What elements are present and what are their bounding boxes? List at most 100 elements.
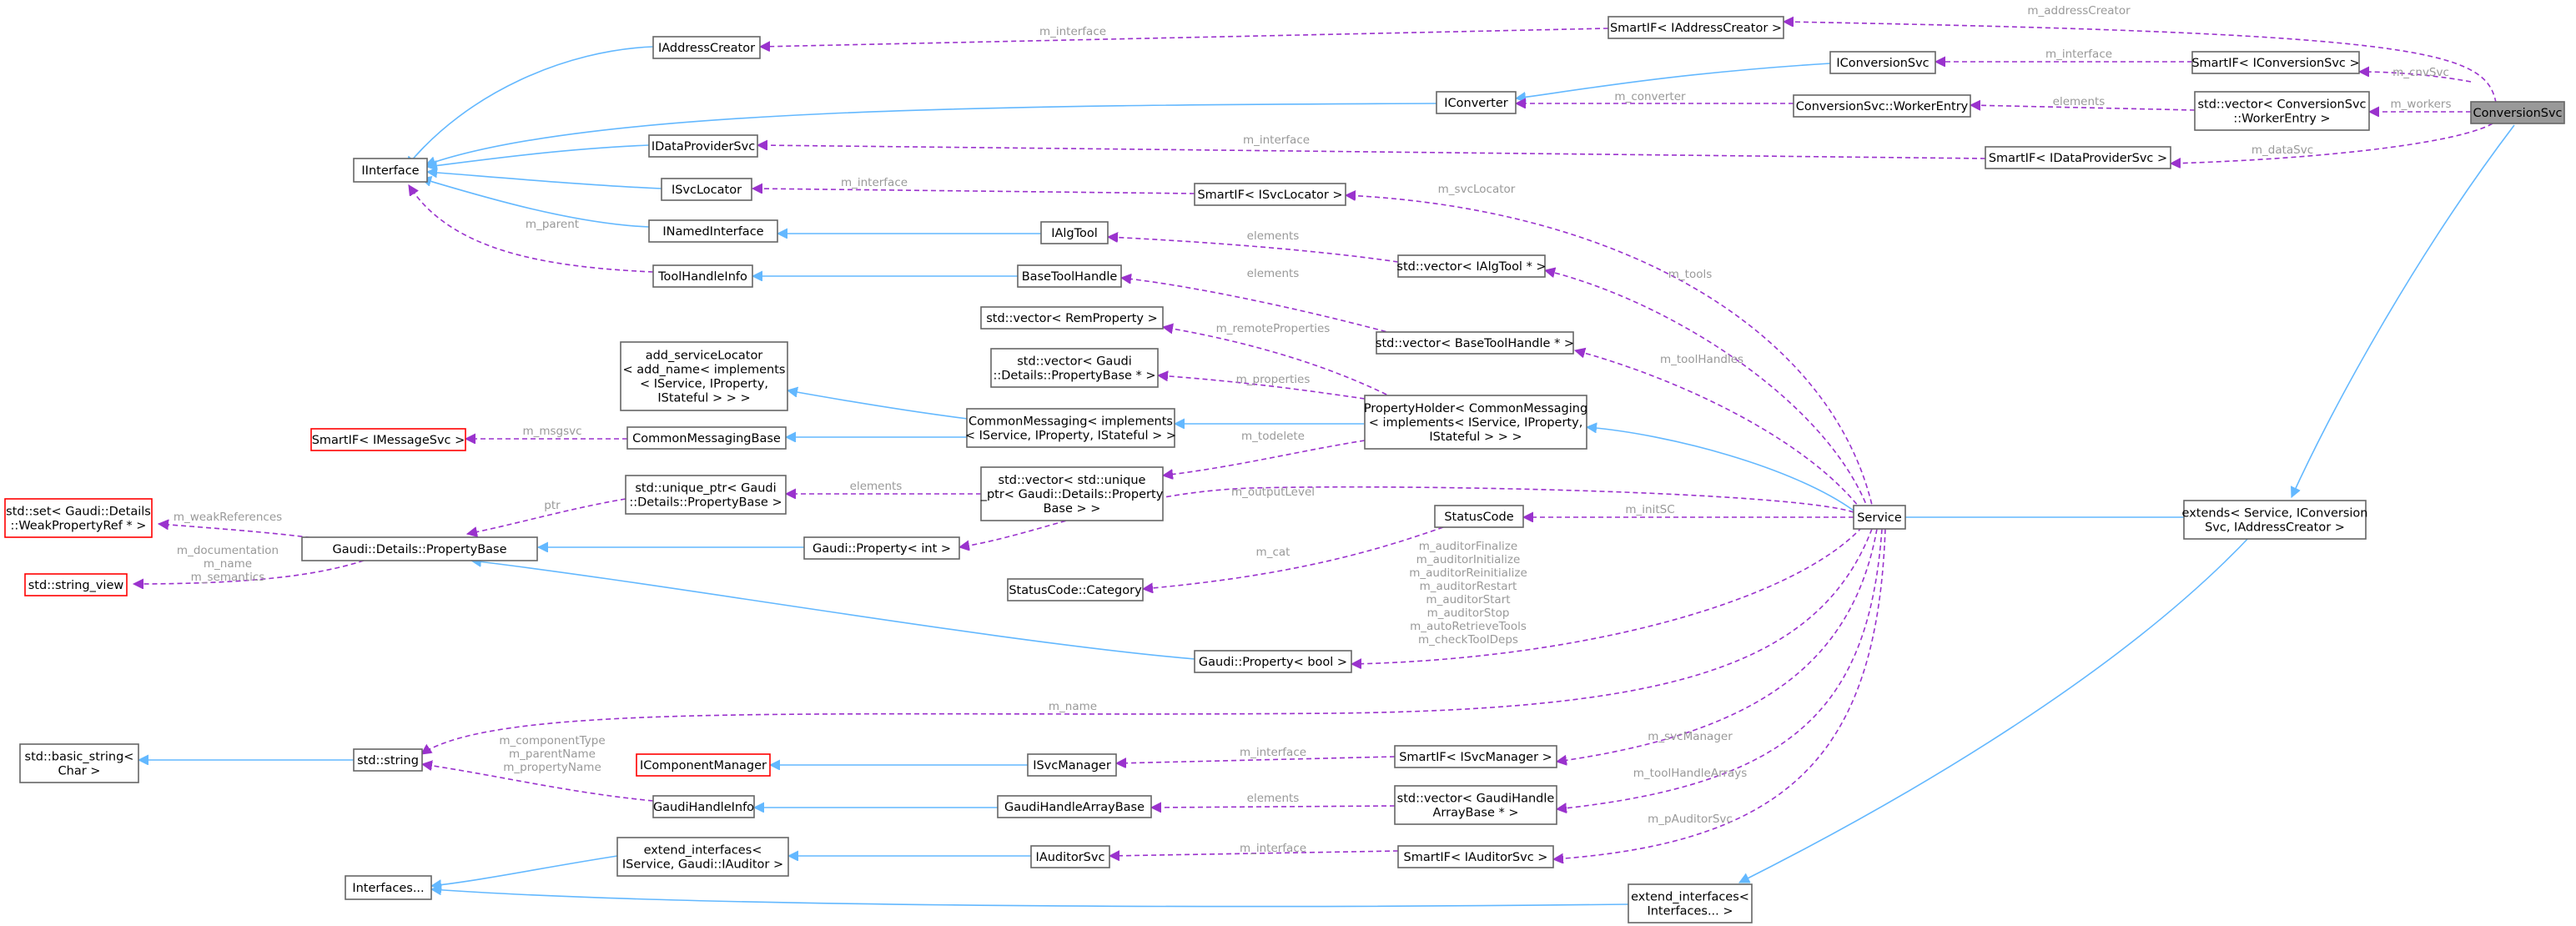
node-smart-if-iconversion-svc[interactable]: SmartIF< IConversionSvc > <box>2191 51 2360 74</box>
node-inamed-interface[interactable]: INamedInterface <box>648 219 778 243</box>
node-status-code-category[interactable]: StatusCode::Category <box>1007 578 1144 601</box>
node-box <box>1017 264 1122 288</box>
node-vector-gaudi-handle-array-base[interactable]: std::vector< GaudiHandleArrayBase * > <box>1394 785 1557 825</box>
node-status-code[interactable]: StatusCode <box>1434 505 1524 528</box>
node-common-messaging[interactable]: CommonMessaging< implements< IService, I… <box>965 408 1176 448</box>
node-smart-if-iauditor-svc[interactable]: SmartIF< IAuditorSvc > <box>1397 845 1554 868</box>
node-label: PropertyHolder< CommonMessaging <box>1364 402 1587 415</box>
node-idata-provider-svc[interactable]: IDataProviderSvc <box>648 134 758 158</box>
node-extend-interfaces[interactable]: extend_interfaces<Interfaces... > <box>1628 883 1753 923</box>
node-vector-unique-ptr[interactable]: std::vector< std::unique_ptr< Gaudi::Det… <box>980 466 1164 521</box>
node-box <box>1194 650 1352 673</box>
node-vector-rem-property[interactable]: std::vector< RemProperty > <box>980 306 1164 330</box>
edge-gaudihandle-vector <box>1151 806 1396 808</box>
node-label: IAlgTool <box>1051 227 1098 240</box>
node-basic-string[interactable]: std::basic_string<Char > <box>19 743 139 783</box>
node-iconversion-svc[interactable]: IConversionSvc <box>1829 51 1936 74</box>
edge-iconversionsvc-iconverter <box>1516 63 1831 98</box>
node-conversion-svc[interactable]: ConversionSvc <box>2470 101 2565 124</box>
label-m-cat: m_cat <box>1256 546 1291 559</box>
node-label: ISvcLocator <box>672 184 742 197</box>
node-common-messaging-base[interactable]: CommonMessagingBase <box>626 426 787 450</box>
node-iinterface[interactable]: IInterface <box>353 158 428 183</box>
node-box <box>1376 331 1574 355</box>
edge-extends-conversionsvc <box>2292 124 2515 497</box>
edge-ptr <box>467 498 626 534</box>
node-iaddress-creator[interactable]: IAddressCreator <box>652 36 761 59</box>
edge-isvclocator-smartif <box>752 189 1195 194</box>
label-m-properties: m_properties <box>1236 373 1311 386</box>
node-iauditor-svc[interactable]: IAuditorSvc <box>1030 845 1110 868</box>
node-box <box>661 178 752 201</box>
node-gaudi-handle-info[interactable]: GaudiHandleInfo <box>652 795 755 818</box>
edge-parent <box>408 185 654 273</box>
node-property-bool[interactable]: Gaudi::Property< bool > <box>1194 650 1352 673</box>
node-property-holder[interactable]: PropertyHolder< CommonMessaging< impleme… <box>1364 395 1587 450</box>
node-box <box>1793 94 1971 118</box>
node-label: IConversionSvc <box>1836 57 1929 70</box>
node-ialg-tool[interactable]: IAlgTool <box>1040 221 1109 244</box>
node-label: Base > > <box>1044 502 1101 516</box>
node-box <box>636 753 771 777</box>
node-worker-entry[interactable]: ConversionSvc::WorkerEntry <box>1793 94 1971 118</box>
node-box <box>2191 51 2360 74</box>
node-box <box>616 837 789 877</box>
node-unique-ptr-property-base[interactable]: std::unique_ptr< Gaudi::Details::Propert… <box>625 475 787 515</box>
node-smart-if-imessage-svc[interactable]: SmartIF< IMessageSvc > <box>310 428 466 451</box>
edge-boolprops <box>1351 526 1863 664</box>
node-label: StatusCode <box>1444 511 1513 524</box>
node-std-string[interactable]: std::string <box>353 748 423 772</box>
node-gaudi-handle-array-base[interactable]: GaudiHandleArrayBase <box>997 795 1152 818</box>
node-label: IComponentManager <box>640 759 767 773</box>
node-vector-worker-entry[interactable]: std::vector< ConversionSvc::WorkerEntry … <box>2194 91 2370 131</box>
node-tool-handle-info[interactable]: ToolHandleInfo <box>652 264 753 288</box>
node-extends[interactable]: extends< Service, IConversionSvc, IAddre… <box>2182 500 2368 540</box>
node-iconverter[interactable]: IConverter <box>1436 91 1517 114</box>
edge-documentation <box>133 560 365 584</box>
node-base-tool-handle[interactable]: BaseToolHandle <box>1017 264 1122 288</box>
node-box <box>652 264 753 288</box>
node-label: SmartIF< IDataProviderSvc > <box>1989 152 2167 165</box>
node-box <box>1829 51 1936 74</box>
node-smart-if-isvc-manager[interactable]: SmartIF< ISvcManager > <box>1394 745 1557 768</box>
node-label: IService, Gaudi::IAuditor > <box>622 858 783 872</box>
node-label: IAuditorSvc <box>1036 851 1105 864</box>
node-smart-if-idata-provider-svc[interactable]: SmartIF< IDataProviderSvc > <box>1985 146 2171 169</box>
node-service[interactable]: Service <box>1853 505 1906 530</box>
node-set-weak-property-ref[interactable]: std::set< Gaudi::Details::WeakPropertyRe… <box>4 498 153 538</box>
node-string-view[interactable]: std::string_view <box>24 573 128 596</box>
label-m-converter: m_converter <box>1614 90 1686 103</box>
node-extend-interfaces-iauditor[interactable]: extend_interfaces<IService, Gaudi::IAudi… <box>616 837 789 877</box>
node-label: IConverter <box>1444 97 1508 110</box>
node-interfaces[interactable]: Interfaces... <box>345 875 432 900</box>
node-label: SmartIF< ISvcManager > <box>1399 751 1552 764</box>
node-smart-if-isvc-locator[interactable]: SmartIF< ISvcLocator > <box>1194 183 1346 206</box>
label-m-componenttype: m_componentType <box>499 734 605 747</box>
label-elements-2: elements <box>1247 229 1300 243</box>
node-label: Gaudi::Property< int > <box>813 542 951 556</box>
node-label: CommonMessaging< implements <box>969 415 1173 429</box>
node-label: ::Details::PropertyBase > <box>629 496 782 510</box>
label-m-toolhandles: m_toolHandles <box>1660 353 1743 366</box>
edge-addresscreator-conversionsvc <box>1784 22 2497 103</box>
label-elements-5: elements <box>1247 792 1300 805</box>
node-smart-if-iaddress-creator[interactable]: SmartIF< IAddressCreator > <box>1607 16 1784 39</box>
label-m-name-2: m_name <box>1049 700 1097 713</box>
label-m-addresscreator: m_addressCreator <box>2027 4 2131 18</box>
node-label: std::vector< ConversionSvc <box>2197 98 2366 112</box>
node-vector-property-base[interactable]: std::vector< Gaudi::Details::PropertyBas… <box>990 348 1159 388</box>
node-isvc-locator[interactable]: ISvcLocator <box>661 178 752 201</box>
node-property-base[interactable]: Gaudi::Details::PropertyBase <box>301 536 538 561</box>
node-vector-base-tool-handle[interactable]: std::vector< BaseToolHandle * > <box>1376 331 1574 355</box>
node-property-int[interactable]: Gaudi::Property< int > <box>803 536 960 560</box>
node-box <box>980 466 1164 521</box>
node-vector-ialg-tool[interactable]: std::vector< IAlgTool * > <box>1396 254 1547 278</box>
node-label: StatusCode::Category <box>1009 584 1142 597</box>
edge-cat <box>1143 526 1444 589</box>
label-m-semantics: m_semantics <box>191 571 265 584</box>
node-icomponent-manager[interactable]: IComponentManager <box>636 753 771 777</box>
node-add-service-locator[interactable]: add_serviceLocator< add_name< implements… <box>620 341 788 411</box>
node-isvc-manager[interactable]: ISvcManager <box>1027 753 1117 777</box>
node-box <box>990 348 1159 388</box>
